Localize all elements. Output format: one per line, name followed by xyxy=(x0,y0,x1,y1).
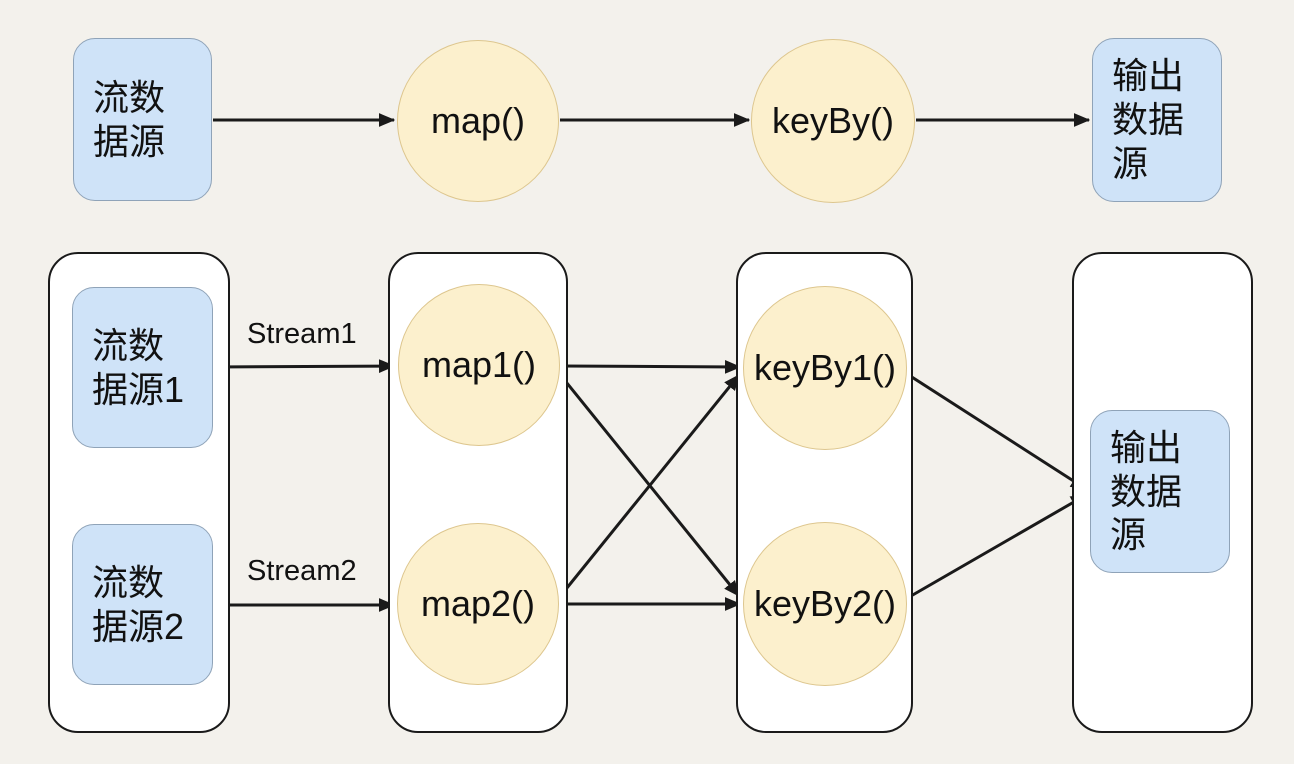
parallel-keyby1-operator: keyBy1() xyxy=(743,286,907,450)
simple-sink-label: 输出数据源 xyxy=(1112,55,1185,184)
parallel-map1-label: map1() xyxy=(421,344,537,385)
parallel-source1-label: 流数据源1 xyxy=(92,324,185,410)
simple-source-node: 流数据源 xyxy=(73,38,212,201)
parallel-sink-node: 输出数据源 xyxy=(1090,410,1230,573)
edge-keyby2-to-sink xyxy=(903,493,1088,602)
parallel-keyby2-label: keyBy2() xyxy=(753,583,897,624)
simple-keyby-label: keyBy() xyxy=(771,100,894,141)
edge-map1-to-keyby2 xyxy=(556,371,741,597)
parallel-map2-label: map2() xyxy=(420,583,536,624)
parallel-sink-label: 输出数据源 xyxy=(1110,426,1183,556)
simple-source-label: 流数据源 xyxy=(93,76,166,162)
parallel-source1-node: 流数据源1 xyxy=(72,287,213,448)
parallel-keyby1-label: keyBy1() xyxy=(753,347,897,388)
edge-keyby1-to-sink xyxy=(903,370,1088,491)
simple-sink-node: 输出数据源 xyxy=(1092,38,1222,202)
stream1-edge-label: Stream1 xyxy=(247,318,357,350)
simple-map-operator: map() xyxy=(397,40,559,202)
parallel-map2-operator: map2() xyxy=(397,523,559,685)
parallel-map1-operator: map1() xyxy=(398,284,560,446)
parallel-keyby2-operator: keyBy2() xyxy=(743,522,907,686)
edge-map2-to-keyby1 xyxy=(556,374,741,600)
edge-source1-to-map1 xyxy=(212,359,396,373)
edge-map1-to-keyby1 xyxy=(560,360,742,374)
parallel-source2-node: 流数据源2 xyxy=(72,524,213,685)
simple-keyby-operator: keyBy() xyxy=(751,39,915,203)
parallel-source2-label: 流数据源2 xyxy=(92,561,185,647)
simple-map-label: map() xyxy=(430,100,525,141)
stream2-edge-label: Stream2 xyxy=(247,555,357,587)
